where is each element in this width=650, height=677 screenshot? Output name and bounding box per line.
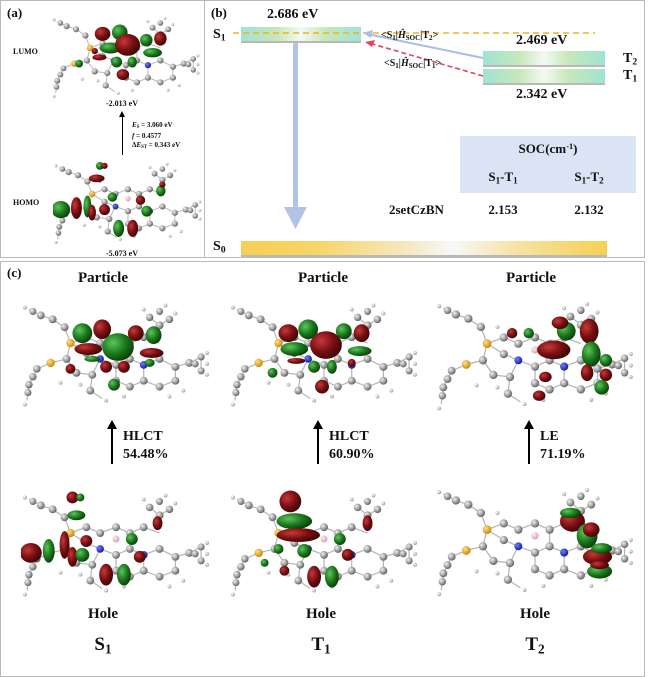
s1-energy: 2.686 eV	[267, 7, 319, 22]
hole-orbital-t2	[436, 487, 634, 597]
particle-label-t1: Particle	[298, 270, 348, 286]
state-label-t2: T2	[525, 634, 545, 657]
particle-orbital-t1	[230, 302, 418, 408]
transition-arrow-s1	[111, 424, 113, 464]
soc-t2-arrow	[366, 33, 484, 59]
es-line: ES = 3.060 eV	[132, 121, 173, 131]
particle-orbital-t2	[436, 301, 634, 411]
emission-arrowhead-icon	[284, 207, 307, 229]
t2-state-label: T2	[623, 51, 638, 68]
character-percent-t2: 71.19%	[540, 447, 586, 462]
character-percent-s1: 54.48%	[123, 447, 169, 462]
soc-table-header: SOC(cm-1)	[518, 141, 578, 157]
excitation-arrow	[122, 113, 123, 155]
transition-arrowhead-s1-icon	[107, 420, 117, 429]
panel-b: (b) 2.686 eV S1 <S1|ĤSOC|T2> <S1|ĤSOC|T1…	[204, 0, 645, 258]
state-label-s1: S1	[94, 634, 112, 657]
homo-label: HOMO	[13, 198, 40, 207]
lumo-energy: -2.013 eV	[106, 99, 138, 108]
soc-value-s1-t2: 2.132	[574, 202, 604, 217]
particle-label-s1: Particle	[78, 270, 128, 286]
hole-orbital-s1	[21, 491, 210, 598]
s1-state-label: S1	[213, 27, 226, 44]
character-percent-t1: 60.90%	[329, 447, 375, 462]
hole-orbital-t1	[230, 490, 418, 598]
t2-level-bar	[483, 51, 605, 65]
t2-energy: 2.469 eV	[516, 33, 568, 48]
t1-energy: 2.342 eV	[516, 87, 568, 102]
soc-col-s1-t1: S1-T1	[488, 169, 518, 186]
dest-line: ΔEST = 0.343 eV	[132, 141, 181, 151]
lumo-label: LUMO	[13, 47, 38, 56]
panel-a: (a) LUMO -2.013 eV ES = 3.060 eV f = 0.4…	[0, 0, 205, 258]
character-type-s1: HLCT	[123, 429, 163, 444]
soc-t1-label: <S1|ĤSOC|T1>	[384, 58, 442, 70]
hole-label-t2: Hole	[520, 606, 550, 622]
energy-diagram	[233, 27, 636, 257]
soc-t1-arrow	[368, 42, 484, 77]
state-label-t1: T1	[311, 634, 331, 657]
soc-col-s1-t2: S1-T2	[574, 169, 604, 186]
lumo-lobes	[75, 24, 167, 80]
soc-table-header-bg	[460, 136, 636, 193]
s0-level-bar	[241, 241, 607, 255]
panel-c-label: (c)	[7, 265, 22, 280]
hole-label-t1: Hole	[306, 606, 336, 622]
emission-arrow	[293, 43, 298, 211]
soc-t2-label: <S1|ĤSOC|T2>	[381, 30, 439, 42]
excitation-arrowhead-icon	[119, 111, 125, 117]
character-t2: LE 71.19%	[540, 428, 586, 464]
transition-arrowhead-t1-icon	[313, 420, 323, 429]
homo-energy: -5.073 eV	[106, 249, 138, 258]
soc-row-name: 2setCzBN	[389, 202, 444, 217]
hole-label-s1: Hole	[88, 606, 118, 622]
t1-state-label: T1	[623, 68, 638, 85]
particle-orbital-s1	[22, 302, 210, 408]
t1-level-bar	[483, 69, 605, 83]
lumo-orbital-image	[52, 16, 200, 99]
character-type-t1: HLCT	[329, 429, 369, 444]
character-t1: HLCT 60.90%	[329, 428, 375, 464]
s0-state-label: S0	[213, 239, 226, 256]
panel-a-label: (a)	[7, 5, 23, 20]
character-s1: HLCT 54.48%	[123, 428, 169, 464]
panel-c: (c) Particle HLCT 54.48%	[0, 261, 645, 677]
soc-value-s1-t1: 2.153	[488, 202, 518, 217]
transition-arrowhead-t2-icon	[524, 420, 534, 429]
transition-parameters: ES = 3.060 eV f = 0.4577 ΔEST = 0.343 eV	[132, 121, 180, 152]
transition-arrow-t2	[528, 424, 530, 464]
homo-orbital-image	[53, 161, 202, 245]
soc-t2-arrowhead-icon	[363, 30, 373, 38]
transition-arrow-t1	[317, 424, 319, 464]
particle-label-t2: Particle	[506, 270, 556, 286]
character-type-t2: LE	[540, 429, 559, 444]
soc-t1-arrowhead-icon	[365, 40, 375, 47]
s1-level-bar	[241, 27, 361, 41]
panel-b-label: (b)	[211, 5, 227, 20]
homo-lobes	[53, 161, 166, 237]
f-line: f = 0.4577	[132, 132, 162, 141]
